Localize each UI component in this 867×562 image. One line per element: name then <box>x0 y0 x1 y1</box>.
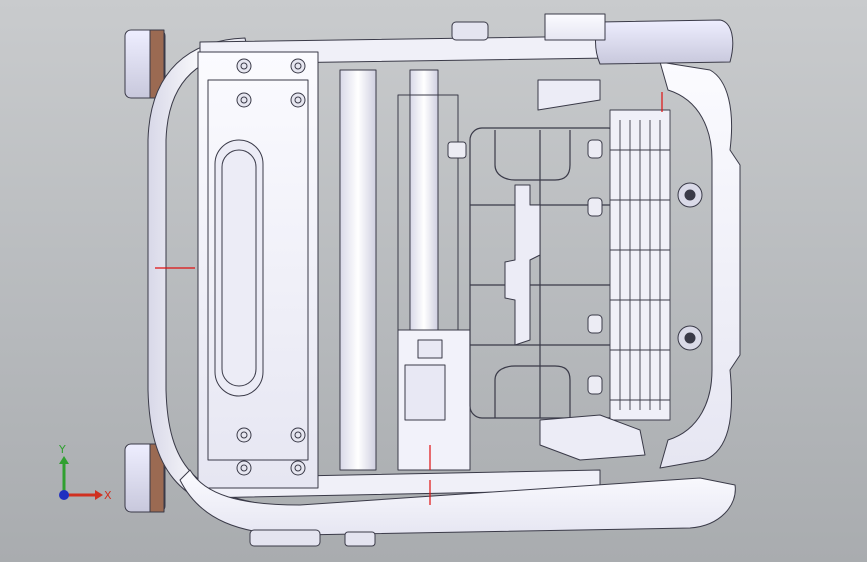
cross-tube-left <box>339 69 377 471</box>
triad-z-axis <box>59 490 69 500</box>
spring-bank <box>609 109 671 421</box>
triad-x-label: X <box>104 489 112 502</box>
suspension-grid <box>469 127 621 419</box>
top-right-housing <box>595 19 734 65</box>
triad-y-arrowhead <box>59 456 69 464</box>
sketch-lines <box>155 92 663 505</box>
triad-x-arrowhead <box>95 490 103 500</box>
left-panel-slot <box>214 139 264 397</box>
right-side-frame <box>659 61 741 469</box>
left-tube-caps <box>124 29 166 513</box>
right-frame-holes <box>677 182 703 351</box>
top-clip <box>451 21 489 41</box>
front-trim <box>179 469 736 536</box>
center-strap <box>504 184 541 346</box>
grid-clips <box>447 139 603 395</box>
triad-y-label: Y <box>58 443 66 456</box>
bottom-right-housing <box>539 414 646 461</box>
panel-bolts <box>236 58 306 476</box>
bottom-clip-1 <box>249 529 321 547</box>
coordinate-triad: X Y <box>58 443 112 502</box>
bottom-clip-2 <box>344 531 376 547</box>
